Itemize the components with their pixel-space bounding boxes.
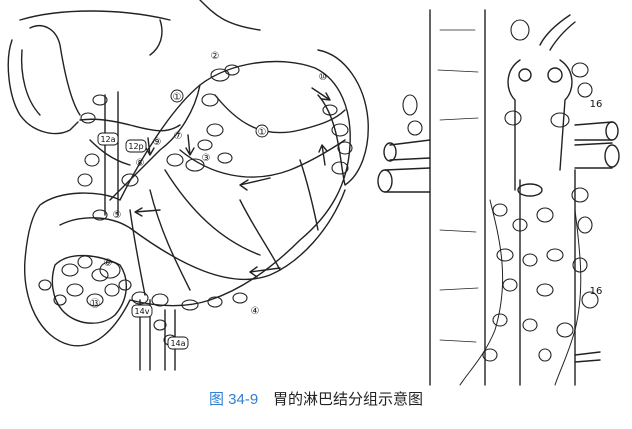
lymph-node: [505, 111, 521, 125]
lymph-node: [572, 63, 588, 77]
lymph-node: [81, 113, 95, 123]
lymph-node: [537, 208, 553, 222]
lymph-node: [152, 294, 168, 306]
label-text-7: ⑦: [174, 131, 183, 142]
label-text-4: ④: [251, 306, 260, 317]
vessel-opening: [548, 68, 562, 82]
liver-edge: [200, 0, 260, 30]
lymph-node: [78, 174, 92, 186]
lymph-node: [39, 280, 51, 290]
lymph-node: [119, 280, 131, 290]
vena-cava: [520, 170, 575, 385]
vessel-branch-4: [150, 190, 190, 290]
vessel-opening: [518, 184, 542, 196]
lymph-node: [523, 254, 537, 266]
duodenum-inner-line: [22, 50, 40, 115]
lymph-node: [62, 264, 78, 276]
figure-caption: 图 34-9 胃的淋巴结分组示意图: [0, 389, 632, 410]
label-text-2: ②: [211, 51, 220, 62]
lymph-node: [493, 204, 507, 216]
lymph-node: [523, 319, 537, 331]
lymph-node: [198, 140, 212, 150]
flow-arrow-1: [240, 178, 270, 190]
lymph-node: [202, 94, 218, 106]
lymph-node: [167, 154, 183, 166]
label-text-14a: 14a: [170, 339, 185, 348]
label-text-3: ③: [202, 153, 211, 164]
label-text-9: ⑨: [153, 137, 162, 148]
label-text-1a: ①: [173, 92, 182, 103]
retroperitoneal-panel: [378, 10, 619, 385]
lymph-node: [207, 124, 223, 136]
lymph-node: [547, 249, 563, 261]
lymph-node: [78, 256, 92, 268]
lymph-node: [511, 20, 529, 40]
label-text-10: ⑩: [319, 72, 328, 83]
stomach-panel: [8, 0, 368, 370]
lymph-nodes-right: [403, 20, 598, 361]
label-text-6: ⑥: [104, 258, 113, 269]
lymph-node: [85, 154, 99, 166]
lymph-node: [211, 69, 229, 81]
lymph-node: [403, 95, 417, 115]
duodenum-tube: [8, 26, 80, 134]
aorta-texture: [438, 30, 478, 342]
lymph-node: [503, 279, 517, 291]
celiac-branch: [540, 15, 575, 50]
celiac-trunk-right: [508, 60, 572, 190]
label-text-5: ⑤: [113, 210, 122, 221]
lymph-node: [105, 284, 119, 296]
vessel-branch-6: [240, 200, 280, 270]
lymph-node: [539, 349, 551, 361]
vessel-branch-3: [165, 170, 260, 255]
liver-outline: [20, 11, 170, 55]
lymph-node: [497, 249, 513, 261]
vessel-opening: [519, 69, 531, 81]
lymph-node: [537, 284, 553, 296]
vessel-opening: [378, 170, 392, 192]
vessel-opening: [606, 122, 618, 140]
lymph-nodes-left: [39, 65, 352, 345]
vessel-branch-5: [130, 210, 145, 295]
lymph-node: [493, 314, 507, 326]
label-text-12a: 12a: [100, 135, 115, 144]
flow-arrow-6: [186, 135, 194, 155]
label-text-16a: 16: [590, 99, 603, 110]
lymph-node: [578, 83, 592, 97]
aorta: [430, 10, 485, 385]
label-text-16b: 16: [590, 286, 603, 297]
right-renal-vessel-lower: [575, 143, 612, 168]
label-text-12p: 12p: [128, 142, 143, 151]
label-text-14v: 14v: [135, 307, 150, 316]
vessel-branch-7: [300, 160, 318, 230]
figure-number: 图 34-9: [209, 391, 258, 408]
lymph-node: [578, 217, 592, 233]
lymph-node: [233, 293, 247, 303]
small-vessel-lower-right: [575, 352, 600, 362]
pancreas-head: [52, 256, 126, 324]
vessel-opening: [605, 145, 619, 167]
stomach-outline: [25, 62, 351, 346]
figure-caption-text: 胃的淋巴结分组示意图: [273, 390, 423, 408]
label-text-13: ⑬: [90, 298, 100, 310]
lymph-node: [408, 121, 422, 135]
label-text-8: ⑧: [136, 158, 145, 169]
label-text-1b: ①: [258, 127, 267, 138]
lymph-node: [551, 113, 569, 127]
lymph-node: [218, 153, 232, 163]
lymph-node: [67, 284, 83, 296]
lymph-node: [332, 162, 348, 174]
lymph-node: [557, 323, 573, 337]
lymph-node: [154, 320, 166, 330]
